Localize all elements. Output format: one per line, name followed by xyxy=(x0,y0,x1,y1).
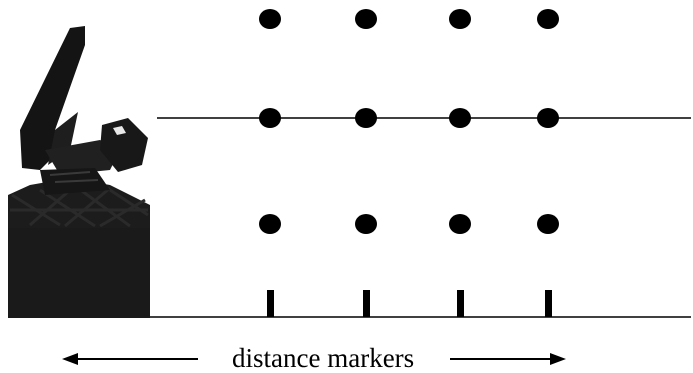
dot-row1-col2 xyxy=(355,9,377,29)
dot-row1-col4 xyxy=(537,9,559,29)
distance-marker-2 xyxy=(363,290,370,317)
dot-row1-col3 xyxy=(449,9,471,29)
dot-row3-col3 xyxy=(449,214,471,234)
dot-row2-col2 xyxy=(355,108,377,128)
dot-row3-col1 xyxy=(259,214,281,234)
dot-row2-col4 xyxy=(537,108,559,128)
dot-grid xyxy=(259,9,559,234)
left-arrow-icon xyxy=(62,353,78,365)
machine-silhouette-image xyxy=(8,26,150,318)
caption: distance markers xyxy=(62,343,566,373)
distance-marker-4 xyxy=(545,290,552,317)
dot-row3-col4 xyxy=(537,214,559,234)
dot-row2-col3 xyxy=(449,108,471,128)
dot-row3-col2 xyxy=(355,214,377,234)
distance-marker-3 xyxy=(457,290,464,317)
distance-markers xyxy=(267,290,552,317)
caption-text: distance markers xyxy=(232,343,414,373)
distance-marker-1 xyxy=(267,290,274,317)
dot-row1-col1 xyxy=(259,9,281,29)
dot-row2-col1 xyxy=(259,108,281,128)
right-arrow-icon xyxy=(550,353,566,365)
